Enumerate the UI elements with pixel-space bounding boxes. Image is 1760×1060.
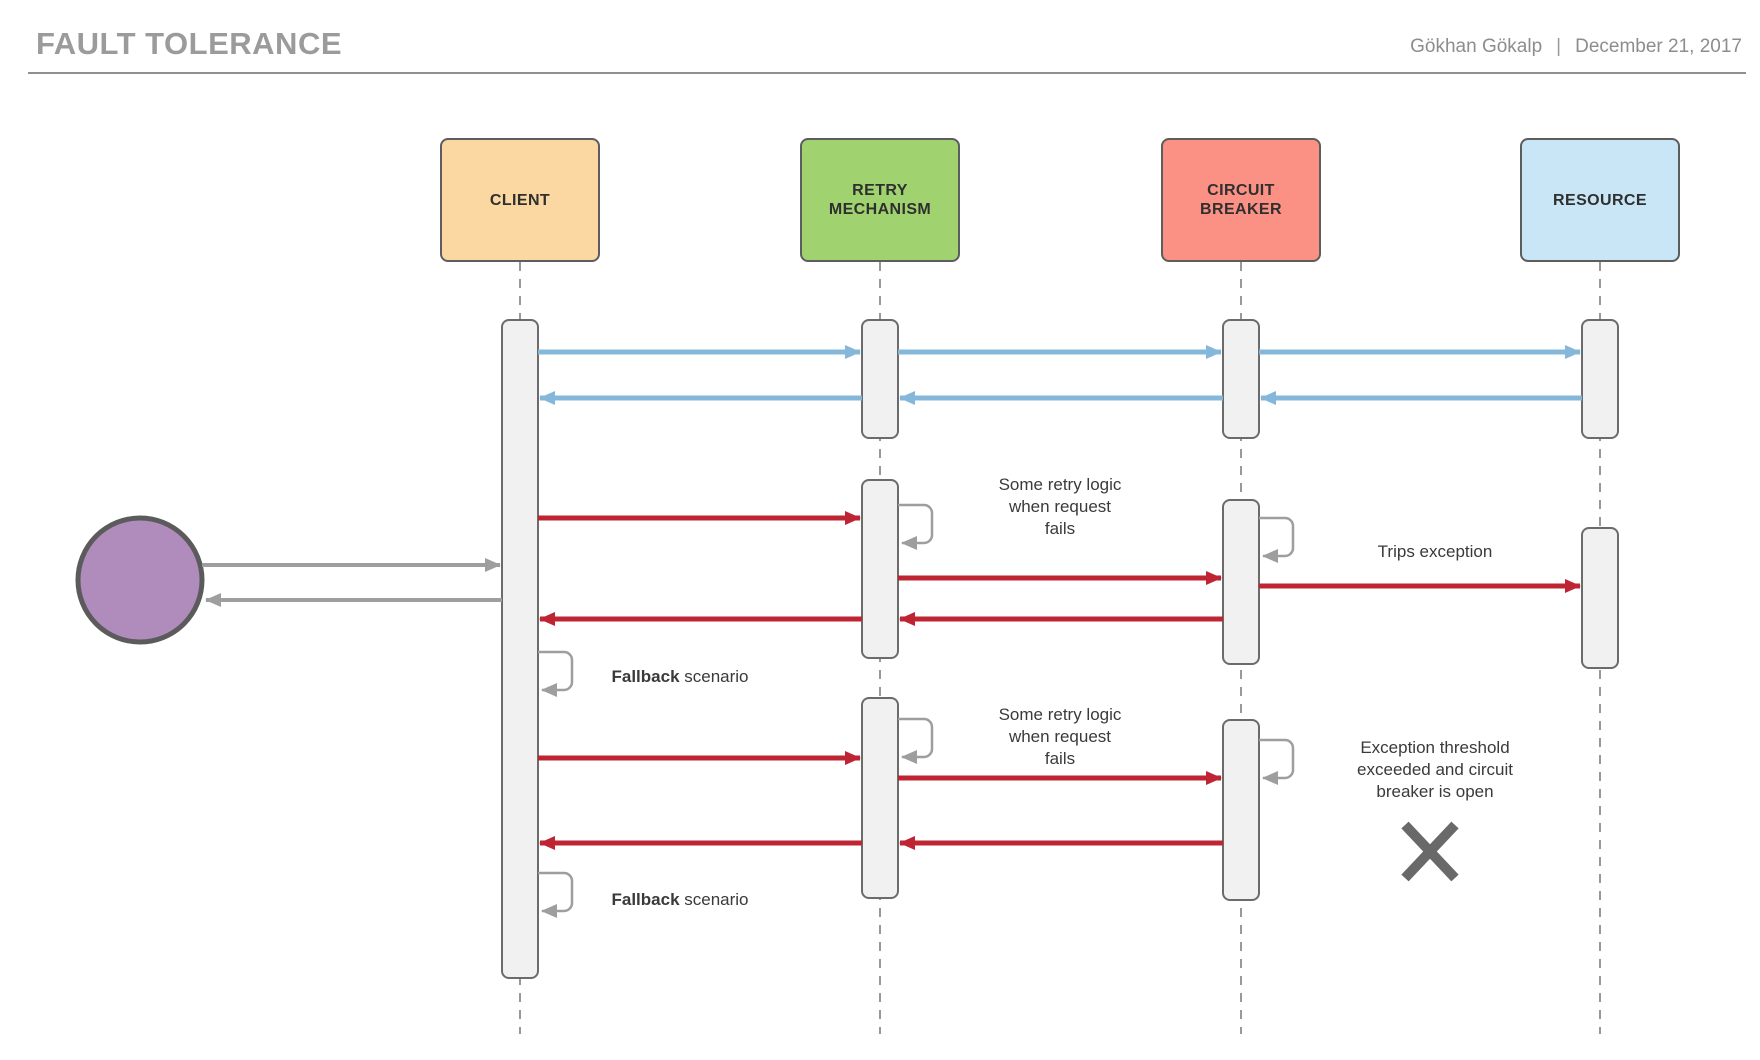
self-loop-circuit-1 — [1259, 516, 1295, 563]
activation-bar-circuit-2 — [1222, 499, 1260, 665]
self-loop-retry-1 — [898, 503, 934, 550]
header-divider — [28, 72, 1746, 74]
credit-separator: | — [1556, 36, 1562, 57]
actor-box-circuit-breaker: CIRCUIT BREAKER — [1161, 138, 1321, 262]
activation-bar-circuit-3 — [1222, 719, 1260, 901]
self-loop-retry-2 — [898, 717, 934, 764]
activation-bar-retry-3 — [861, 697, 899, 899]
author-name: Gökhan Gökalp — [1410, 36, 1543, 57]
sync-request-arrows — [538, 345, 1582, 405]
activation-bars — [501, 319, 1619, 979]
label-fallback-scenario-2: Fallback scenario — [560, 889, 800, 911]
user-actor-circle — [75, 515, 205, 645]
fallback-bold-word: Fallback — [611, 890, 680, 909]
actor-label-client: CLIENT — [489, 191, 551, 209]
label-fallback-scenario-1: Fallback scenario — [560, 666, 800, 688]
actor-label-circuit-breaker: CIRCUIT BREAKER — [1200, 182, 1282, 218]
actor-box-client: CLIENT — [440, 138, 600, 262]
blocked-call-x-icon — [1401, 821, 1459, 882]
activation-bar-circuit-1 — [1222, 319, 1260, 439]
activation-bar-resource-2 — [1581, 527, 1619, 669]
activation-bar-resource-1 — [1581, 319, 1619, 439]
failure-arrows-1 — [538, 511, 1581, 626]
note-exception-threshold: Exception threshold exceeded and circuit… — [1357, 738, 1513, 801]
fallback-bold-word: Fallback — [611, 667, 680, 686]
self-loops — [538, 503, 1295, 918]
diagram-title: FAULT TOLERANCE — [36, 26, 343, 61]
activation-bar-retry-2 — [861, 479, 899, 659]
actor-label-resource: RESOURCE — [1553, 191, 1647, 209]
self-loop-circuit-2 — [1259, 738, 1295, 785]
self-loop-client-1 — [538, 650, 574, 697]
author-credit: Gökhan Gökalp | December 21, 2017 — [1410, 36, 1742, 58]
activation-bar-retry-1 — [861, 319, 899, 439]
diagram-date: December 21, 2017 — [1575, 36, 1742, 57]
fallback-rest-word: scenario — [679, 667, 749, 686]
actor-box-resource: RESOURCE — [1520, 138, 1680, 262]
self-loop-client-2 — [538, 871, 574, 918]
actor-box-retry-mechanism: RETRY MECHANISM — [800, 138, 960, 262]
fallback-rest-word: scenario — [679, 890, 749, 909]
note-trips-exception: Trips exception — [1377, 542, 1493, 561]
user-request-arrows — [202, 558, 502, 607]
failure-arrows-2 — [538, 751, 1223, 850]
actor-label-retry-mechanism: RETRY MECHANISM — [828, 182, 932, 218]
note-retry-logic-2: Some retry logic when request fails — [998, 705, 1122, 768]
activation-bar-client-main — [501, 319, 539, 979]
x-stroke-2 — [1401, 821, 1459, 882]
note-retry-logic-1: Some retry logic when request fails — [998, 475, 1122, 538]
lifelines — [519, 262, 1601, 1034]
